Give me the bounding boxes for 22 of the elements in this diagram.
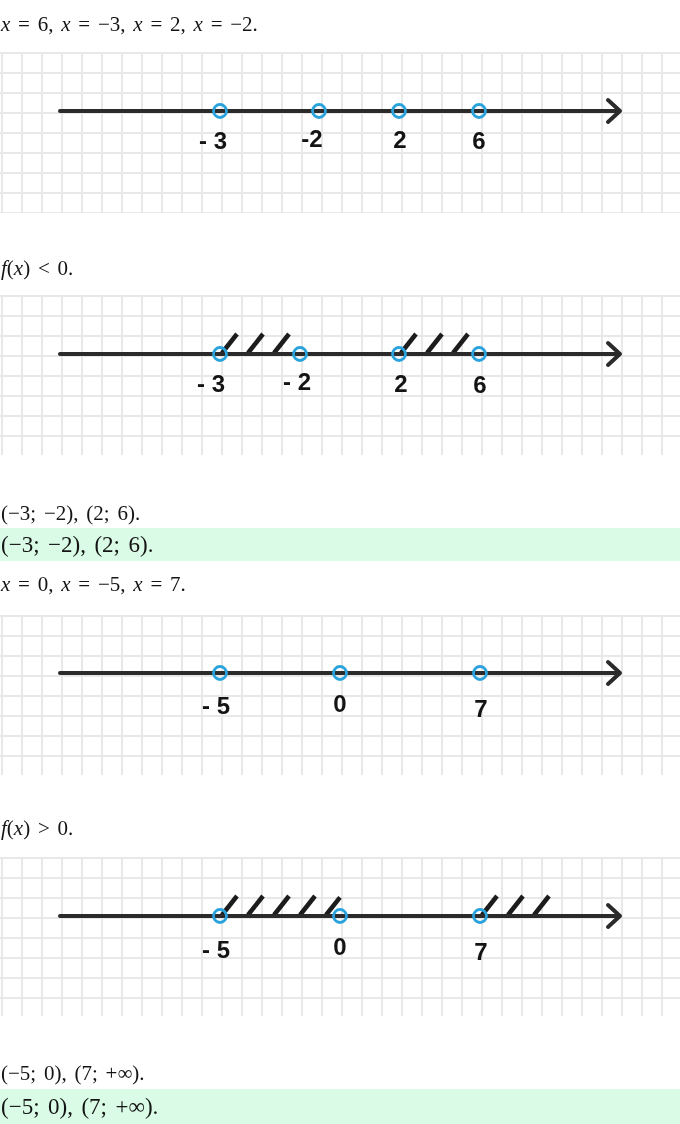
number-label: 0 bbox=[333, 692, 347, 716]
number-label: - 5 bbox=[202, 694, 230, 718]
number-label: - 3 bbox=[197, 372, 225, 396]
number-label: 0 bbox=[333, 935, 347, 959]
number-label: 6 bbox=[473, 373, 487, 397]
answer-text: (−5; 0), (7; +∞). bbox=[1, 1093, 159, 1120]
answer-text: (−3; −2), (2; 6). bbox=[1, 500, 141, 526]
answer-text: (−3; −2), (2; 6). bbox=[1, 531, 154, 558]
number-label: 7 bbox=[474, 697, 488, 721]
math-expression: f(x) < 0. bbox=[1, 255, 74, 281]
math-expression: f(x) > 0. bbox=[1, 815, 74, 841]
answer-text: (−5; 0), (7; +∞). bbox=[1, 1060, 145, 1086]
number-label: -2 bbox=[301, 127, 323, 151]
number-label: - 5 bbox=[202, 938, 230, 962]
number-label: 2 bbox=[393, 128, 407, 152]
number-label: - 2 bbox=[283, 370, 311, 394]
number-label: 2 bbox=[394, 372, 408, 396]
math-expression: x = 6, x = −3, x = 2, x = −2. bbox=[1, 11, 258, 37]
number-label: 7 bbox=[474, 940, 488, 964]
number-label: 6 bbox=[472, 129, 486, 153]
math-expression: x = 0, x = −5, x = 7. bbox=[1, 571, 186, 597]
number-label: - 3 bbox=[199, 129, 227, 153]
